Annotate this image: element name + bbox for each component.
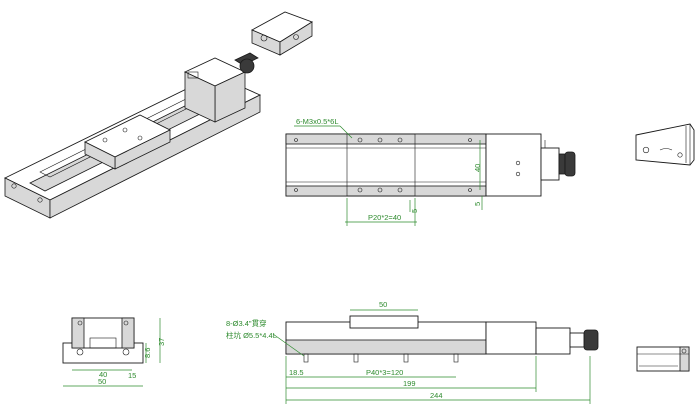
top-dim-5-right: 5 xyxy=(473,202,482,206)
side-bolts xyxy=(303,353,459,363)
side-pitch-dim: P40*3=120 xyxy=(366,368,403,377)
front-view: 40 50 15 8.6 37 xyxy=(62,317,166,387)
side-dim-18-5: 18.5 xyxy=(289,368,304,377)
side-hole-note-2: 柱坑 Ø5.5*4.4L xyxy=(226,330,277,340)
top-thread-note: 6-M3x0.5*6L xyxy=(296,117,339,126)
front-dim-50: 50 xyxy=(98,377,106,386)
top-dim-40: 40 xyxy=(473,164,482,172)
isometric-view xyxy=(3,11,314,219)
front-dim-40: 40 xyxy=(99,370,107,379)
side-view: 50 8-Ø3.4"貫穿 柱坑 Ø5.5*4.4L 18.5 P40*3=120… xyxy=(226,300,599,404)
front-dim-8-6: 8.6 xyxy=(143,348,152,358)
cover-view-bottom xyxy=(636,346,690,372)
front-dim-15: 15 xyxy=(128,371,136,380)
top-dim-5-bottom: 5 xyxy=(410,209,419,213)
top-pitch-dim: P20*2=40 xyxy=(368,213,401,222)
front-dim-37: 37 xyxy=(157,338,166,346)
side-hole-note-1: 8-Ø3.4"貫穿 xyxy=(226,318,267,328)
cover-view-top xyxy=(635,123,695,166)
side-dim-199: 199 xyxy=(403,379,416,388)
top-view: 6-M3x0.5*6L 40 5 5 P20*2=40 xyxy=(285,117,576,226)
side-dim-50: 50 xyxy=(379,300,387,309)
side-dim-244: 244 xyxy=(430,391,443,400)
